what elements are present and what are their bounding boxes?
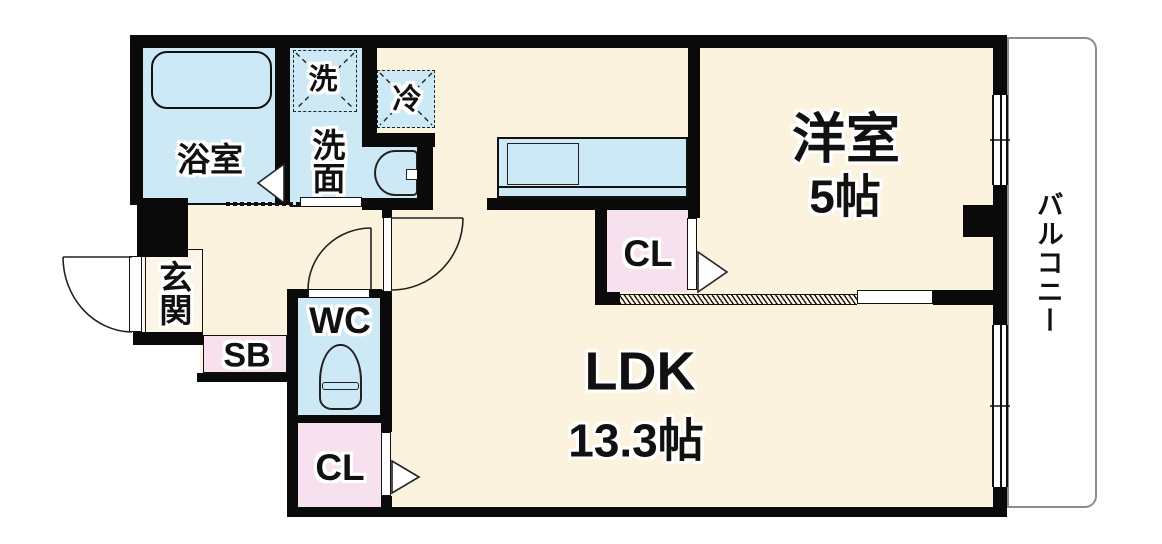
closet-upper-room	[607, 210, 688, 292]
wall-wc-cl-divider	[287, 415, 392, 423]
wall-right-top	[993, 35, 1007, 95]
wall-wc-top-hinge	[370, 289, 382, 298]
wall-alcove-bottom	[362, 198, 433, 210]
sliding-door-leaf	[857, 290, 933, 304]
window-pane	[1000, 95, 1002, 185]
wall-cl-lower-right-top	[381, 423, 392, 432]
ldk-window	[992, 325, 1008, 487]
wall-entry-bottom	[133, 332, 203, 345]
western-room-window	[992, 95, 1008, 185]
wall-cl-upper-bottom	[595, 292, 620, 305]
toilet-seat-icon	[322, 382, 359, 390]
sliding-door-track	[620, 294, 857, 305]
wall-right-bottom	[993, 487, 1007, 517]
wall-wc-top-left	[287, 289, 308, 298]
ldk-door-opening	[383, 217, 392, 292]
wall-wc-right	[380, 290, 392, 423]
refrigerator-label: 冷	[392, 84, 422, 117]
front-door-swing-arc	[62, 256, 133, 333]
wall-cl-upper-left	[595, 210, 607, 305]
bathroom-label: 浴室	[177, 141, 243, 179]
wall-right-pier	[963, 205, 1007, 237]
wall-kitchen-bottom	[487, 198, 690, 210]
wall-alcove-top	[362, 133, 435, 147]
wall-top	[130, 35, 1007, 48]
closet-upper-label: CL	[623, 233, 673, 275]
wall-wc-left	[287, 290, 298, 517]
western-room-area-label: 5帖	[809, 170, 881, 223]
wall-ldk-door-top	[382, 210, 392, 218]
wall-wash-kitchen-divider	[362, 35, 377, 147]
kitchen-counter-edge	[498, 186, 687, 188]
exterior-notch-mid	[197, 382, 287, 525]
wc-label: WC	[309, 300, 371, 342]
bathtub-icon	[151, 51, 272, 109]
washer-label: 洗	[308, 64, 338, 97]
ldk-area-label: 13.3帖	[568, 414, 704, 467]
exterior-notch-left	[126, 345, 200, 525]
balcony-label: バルコニー	[1032, 190, 1063, 336]
wall-bath-wash-divider	[275, 48, 290, 205]
entrance-label: 玄関	[154, 260, 192, 326]
kitchen-counter-icon	[497, 137, 688, 198]
wc-door-opening	[308, 289, 370, 298]
closet-lower-label: CL	[315, 447, 365, 489]
shoe-box-room	[203, 335, 287, 373]
wall-slide-right	[933, 290, 1007, 305]
ldk-label: LDK	[584, 341, 696, 402]
wall-entry-block	[137, 198, 188, 257]
wall-bottom	[287, 507, 1007, 517]
wall-cl-lower-right-bottom	[381, 496, 392, 507]
wall-sb-bottom	[197, 373, 290, 382]
closet-upper-door-leaf	[687, 218, 697, 290]
kitchen-sink-icon	[507, 143, 579, 185]
shoe-box-label: SB	[223, 336, 271, 375]
closet-lower-door-leaf	[381, 432, 391, 496]
wall-left	[130, 48, 143, 205]
closet-lower-room	[298, 423, 382, 507]
wall-western-left	[688, 35, 700, 218]
balcony	[1007, 37, 1097, 508]
washroom-label: 洗面	[307, 128, 345, 194]
washroom-opening	[300, 197, 362, 207]
western-room-label: 洋室	[792, 109, 900, 170]
wall-alcove-right	[417, 133, 433, 210]
wash-basin-icon	[374, 150, 418, 196]
window-pane	[1000, 325, 1002, 487]
front-door-leaf	[129, 256, 142, 332]
toilet-icon	[319, 344, 362, 410]
